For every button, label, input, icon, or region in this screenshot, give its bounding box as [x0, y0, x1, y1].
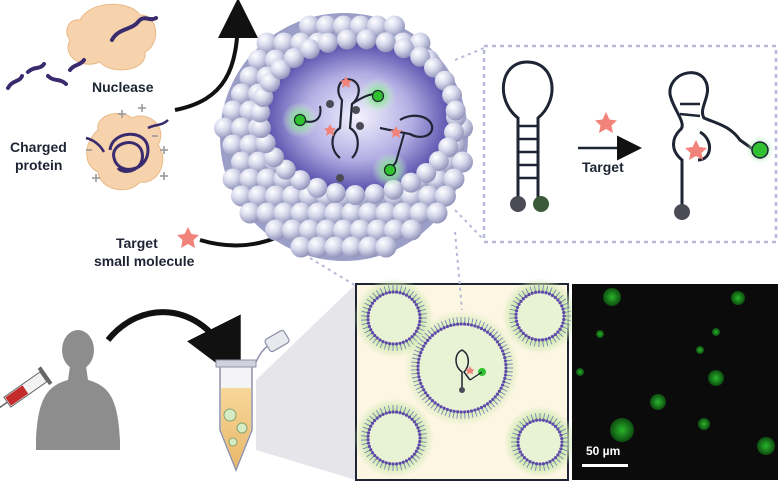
charged-protein-label-line2: protein [15, 157, 62, 173]
target-arrow-label: Target [582, 159, 624, 175]
nanoparticle-icon [214, 13, 473, 261]
zoom-panel [482, 44, 778, 244]
aptamer-bound-icon [668, 71, 774, 220]
tube-icon [215, 329, 290, 473]
droplets-group [354, 278, 578, 478]
micrograph-droplets [576, 288, 775, 455]
fluorescence-micrograph [572, 284, 778, 480]
nuclease-deflect-arrow [174, 0, 258, 112]
nuclease-label: Nuclease [92, 79, 154, 95]
sample-transfer-arrow [105, 309, 241, 382]
scale-bar-label: 50 µm [586, 444, 621, 458]
target-star-floating [595, 112, 617, 133]
human-silhouette-icon [36, 330, 120, 450]
zoom-wedge [256, 284, 356, 480]
scale-bar [582, 464, 628, 467]
target-small-molecule-label-line1: Target [116, 235, 158, 251]
target-small-molecule-label-line2: small molecule [94, 253, 195, 269]
syringe-icon [0, 366, 53, 411]
nuclease-icon [6, 3, 158, 90]
hairpin-icon [501, 60, 554, 212]
star-icon [177, 227, 199, 248]
charged-protein-icon [85, 104, 169, 191]
charged-protein-label-line1: Charged [10, 139, 67, 155]
